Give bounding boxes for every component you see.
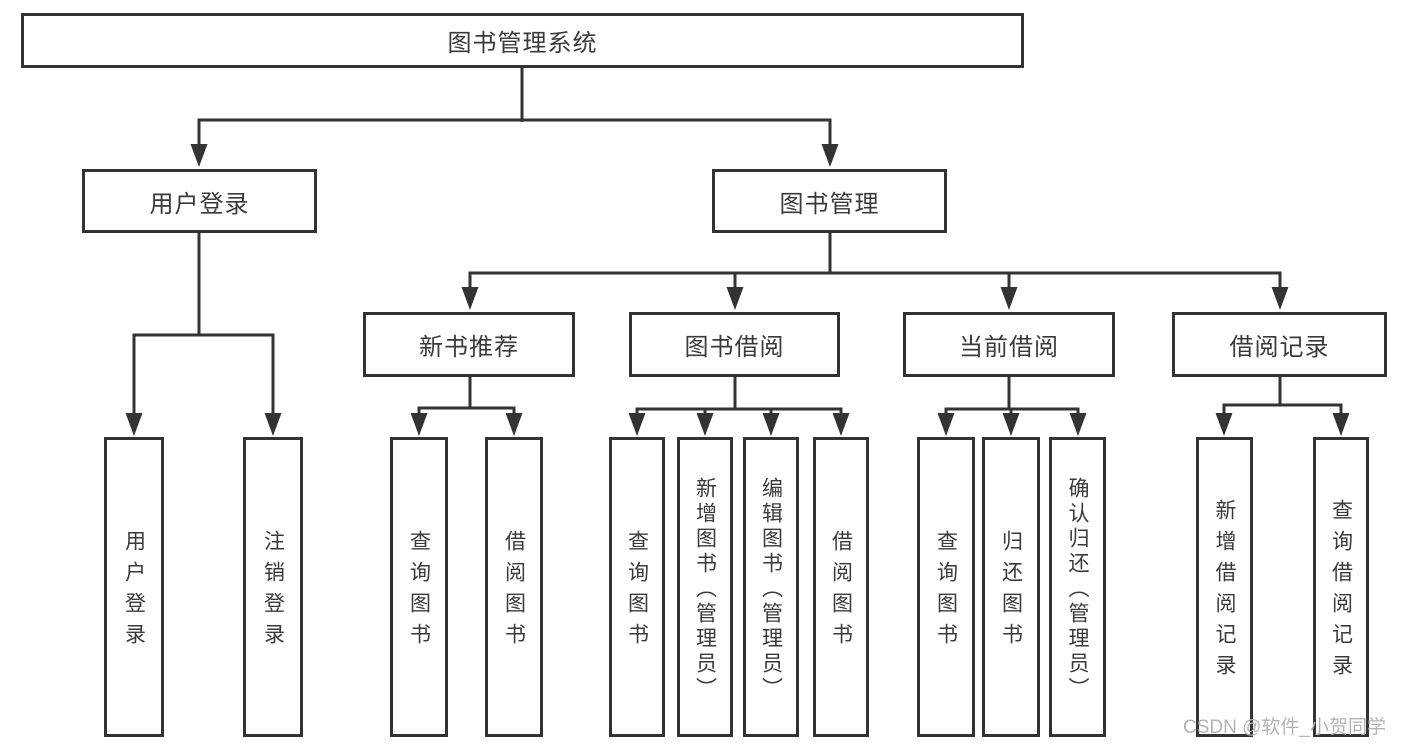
node-system-root-label: 图书管理系统 (447, 30, 598, 57)
leaf-query-books-recommend-label: 查询图书 (407, 530, 431, 654)
leaf-borrow-books-recommend: 借阅图书 (485, 437, 543, 737)
arrowheads (125, 144, 1350, 436)
leaf-borrow-books-recommend-label: 借阅图书 (502, 530, 526, 654)
node-book-borrowing: 图书借阅 (629, 312, 840, 377)
node-user-login-label: 用户登录 (149, 190, 250, 218)
leaf-add-borrow-record-label: 新增借阅记录 (1213, 499, 1236, 685)
node-new-book-recommend-label: 新书推荐 (419, 334, 519, 361)
leaf-return-books: 归还图书 (982, 437, 1040, 737)
leaf-borrow-books-label: 借阅图书 (829, 530, 853, 654)
leaf-add-books-admin: 新增图书（管理员） (677, 437, 733, 737)
leaf-query-books-current: 查询图书 (917, 437, 975, 737)
leaf-query-borrow-record-label: 查询借阅记录 (1329, 499, 1353, 685)
leaf-logout-login: 注销登录 (243, 437, 303, 737)
node-book-management-label: 图书管理 (779, 190, 880, 218)
leaf-edit-books-admin-label: 编辑图书（管理员） (759, 476, 783, 702)
leaf-add-books-admin-label: 新增图书（管理员） (693, 476, 717, 702)
leaf-return-books-label: 归还图书 (999, 530, 1023, 654)
leaf-logout-login-label: 注销登录 (261, 530, 285, 654)
leaf-edit-books-admin: 编辑图书（管理员） (743, 437, 799, 737)
node-book-borrowing-label: 图书借阅 (684, 334, 785, 361)
node-borrowing-records: 借阅记录 (1172, 312, 1387, 377)
leaf-confirm-return-admin-label: 确认归还（管理员） (1066, 476, 1089, 702)
node-current-borrowing-label: 当前借阅 (959, 334, 1059, 361)
node-current-borrowing: 当前借阅 (903, 312, 1115, 377)
leaf-user-login-label: 用户登录 (122, 530, 146, 654)
node-system-root: 图书管理系统 (21, 13, 1024, 68)
leaf-query-books-borrowing: 查询图书 (609, 437, 665, 737)
leaf-borrow-books: 借阅图书 (813, 437, 869, 737)
leaf-confirm-return-admin: 确认归还（管理员） (1049, 437, 1106, 737)
leaf-query-books-borrowing-label: 查询图书 (625, 530, 649, 654)
leaf-add-borrow-record: 新增借阅记录 (1196, 437, 1253, 737)
leaf-query-borrow-record: 查询借阅记录 (1313, 437, 1369, 737)
node-book-management: 图书管理 (712, 169, 947, 233)
leaf-query-books-recommend: 查询图书 (390, 437, 448, 737)
leaf-query-books-current-label: 查询图书 (934, 530, 958, 654)
leaf-user-login: 用户登录 (104, 437, 164, 737)
node-borrowing-records-label: 借阅记录 (1229, 334, 1330, 361)
node-new-book-recommend: 新书推荐 (363, 312, 575, 377)
node-user-login: 用户登录 (82, 169, 317, 233)
watermark: CSDN @软件_小贺同学 (1183, 717, 1386, 738)
